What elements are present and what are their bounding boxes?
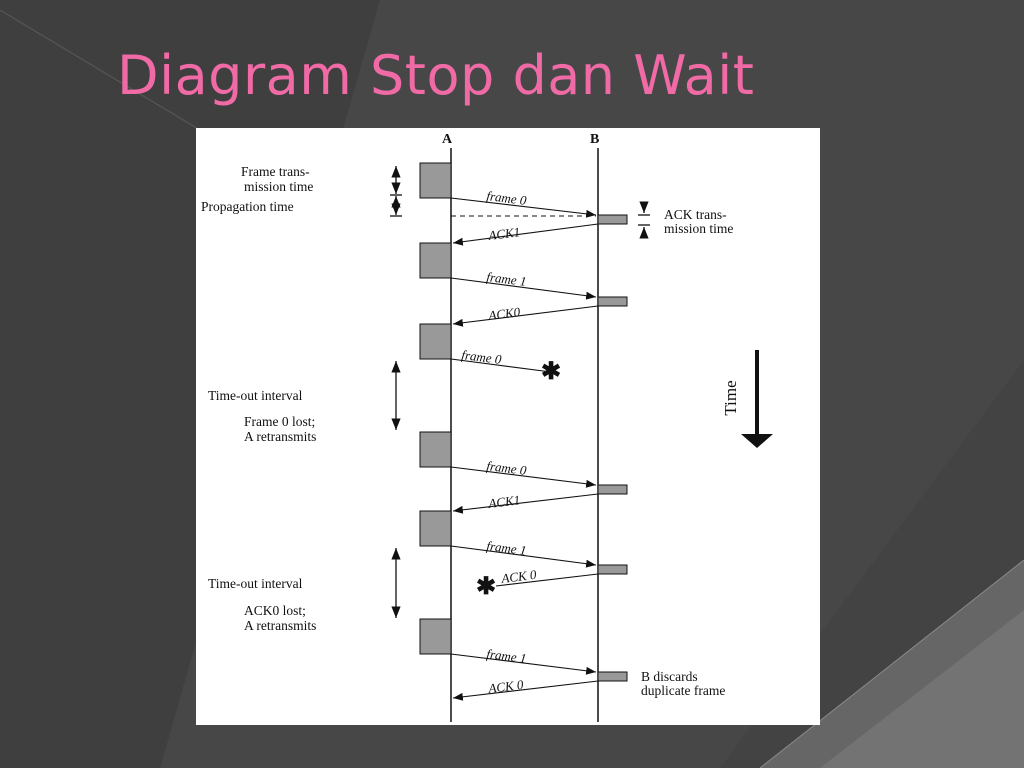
note-propagation: Propagation time: [201, 199, 294, 214]
message-arrow: [450, 197, 597, 218]
note-lost: A retransmits: [244, 429, 316, 444]
stop-and-wait-diagram: A B: [196, 128, 820, 725]
message-arrow: [452, 223, 599, 246]
message-label: frame 0: [461, 347, 503, 367]
message-label: ACK 0: [500, 567, 538, 586]
note-frame-transmission: Frame trans-: [241, 164, 310, 179]
message-label: frame 1: [486, 269, 528, 289]
time-label: Time: [721, 380, 740, 415]
ack-box: [597, 671, 628, 682]
note-timeout: Time-out interval: [208, 576, 303, 591]
note-frame-transmission: mission time: [244, 179, 313, 194]
message-arrow: [452, 493, 599, 514]
message-label: ACK0: [487, 304, 522, 323]
message-arrow: [450, 653, 597, 675]
time-arrow-icon: [741, 434, 773, 448]
station-a-label: A: [442, 132, 453, 147]
message-label: ACK1: [487, 224, 521, 243]
frame-box: [419, 242, 452, 279]
message-arrow: [452, 680, 599, 701]
ack-box: [597, 484, 628, 495]
message-label: frame 0: [486, 188, 528, 208]
note-ack-transmission: ACK trans-: [664, 207, 727, 222]
station-b-label: B: [590, 132, 599, 147]
ack-box: [597, 564, 628, 575]
note-lost: Frame 0 lost;: [244, 414, 315, 429]
note-timeout: Time-out interval: [208, 388, 303, 403]
message-label: ACK1: [487, 492, 521, 511]
loss-marker-icon: ✱: [476, 574, 496, 600]
note-discard: duplicate frame: [641, 683, 725, 698]
frame-box: [419, 618, 452, 655]
message-label: frame 1: [486, 646, 528, 666]
note-lost: ACK0 lost;: [244, 603, 306, 618]
loss-marker-icon: ✱: [541, 359, 561, 385]
frame-box: [419, 431, 452, 468]
note-lost: A retransmits: [244, 618, 316, 633]
note-ack-transmission: mission time: [664, 221, 733, 236]
message-label: frame 1: [486, 538, 528, 558]
ack-box: [597, 296, 628, 307]
message-arrow: [450, 277, 597, 300]
slide-title: Diagram Stop dan Wait: [117, 44, 755, 107]
message-arrow-lost: [495, 573, 599, 587]
message-label: ACK 0: [487, 677, 525, 696]
note-discard: B discards: [641, 669, 698, 684]
message-arrow: [450, 545, 597, 568]
message-label: frame 0: [486, 458, 528, 478]
frame-box: [419, 162, 452, 199]
message-arrow: [450, 466, 597, 488]
ack-box: [597, 214, 628, 225]
frame-box: [419, 510, 452, 547]
message-arrow-lost: [450, 358, 552, 373]
frame-box: [419, 323, 452, 360]
message-arrow: [452, 305, 599, 327]
